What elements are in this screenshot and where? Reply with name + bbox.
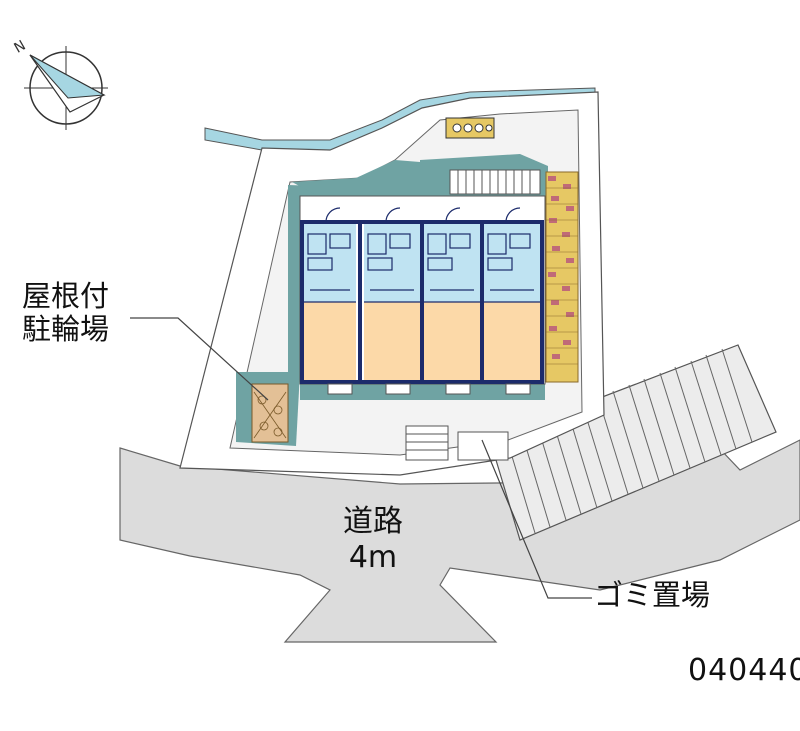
apartment-building: [299, 195, 546, 395]
unit-4: [484, 222, 540, 380]
brick-wall: [545, 171, 579, 383]
covered-bike-parking-label: 屋根付 駐輪場: [22, 279, 110, 346]
road-name: 道路: [343, 504, 403, 539]
north-letter: N: [12, 38, 29, 57]
unit-2: [364, 222, 420, 380]
utility-meters: [445, 117, 495, 139]
road-label: 道路 4m: [340, 504, 406, 576]
planting-top: [292, 160, 420, 196]
garbage-area-label: ゴミ置場: [594, 578, 711, 612]
unit-1: [304, 222, 356, 380]
leader-trash: [481, 439, 592, 599]
garbage-station: [405, 425, 509, 461]
planting-front: [300, 384, 545, 400]
bicycle-icon: [251, 383, 289, 443]
road-width: 4m: [348, 540, 398, 575]
unit-3: [424, 222, 480, 380]
north-arrow-icon: N: [12, 38, 108, 130]
building-stairs: [449, 169, 541, 195]
leader-bike: [130, 317, 269, 401]
map-code: 040440: [688, 653, 800, 688]
